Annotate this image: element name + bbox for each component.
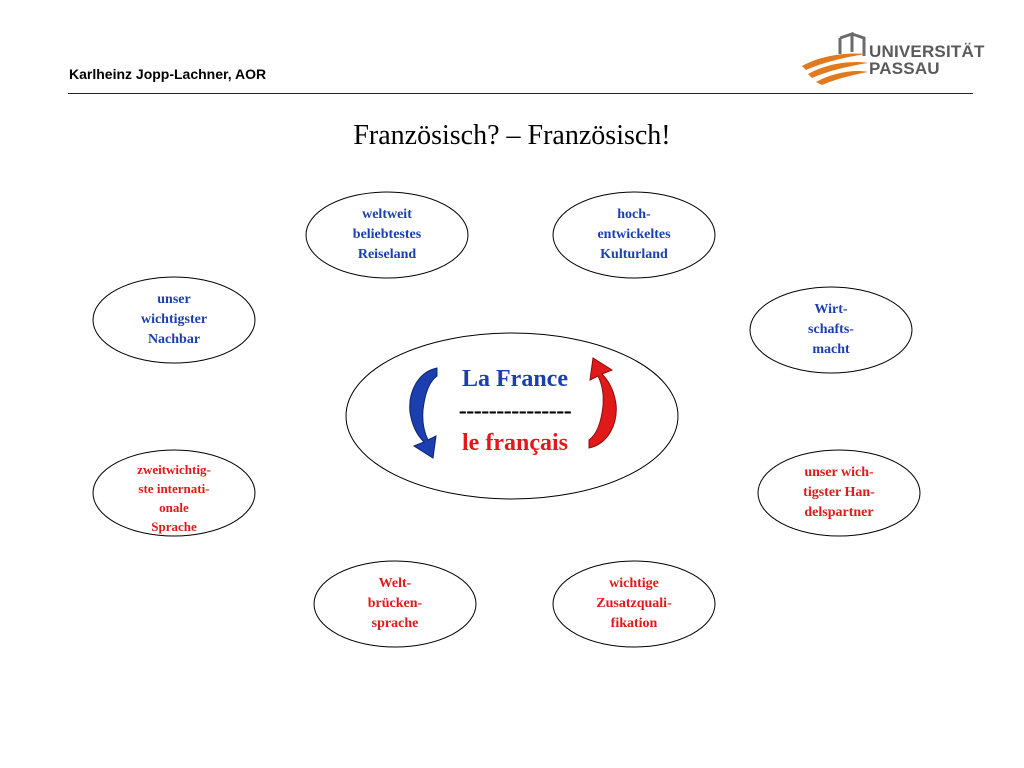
bubble-handel-shape [757,449,921,537]
center-la-france: La France [462,366,568,392]
header-divider [68,93,973,94]
red-arrow-icon [588,357,617,449]
logo-text-passau: PASSAU [869,59,940,78]
bubble-nachbar-shape [92,276,256,364]
logo-emblem-icon [802,31,868,85]
center-le-francais: le français [462,430,568,456]
bubble-welt-shape [313,560,477,648]
author-label: Karlheinz Jopp-Lachner, AOR [69,66,267,82]
bubble-zusatz-shape [552,560,716,648]
center-divider-dashes: --------------- [458,398,572,424]
center-text: La France --------------- le français [430,363,600,459]
logo-text-universitaet: UNIVERSITÄT [869,42,985,61]
bubble-kulturland-shape [552,191,716,279]
page-title: Französisch? – Französisch! [353,120,671,151]
bubble-sprache-shape [92,449,256,537]
bubble-reiseland-shape [305,191,469,279]
blue-arrow-icon [409,367,438,459]
bubble-wirtschaft-shape [749,286,913,374]
